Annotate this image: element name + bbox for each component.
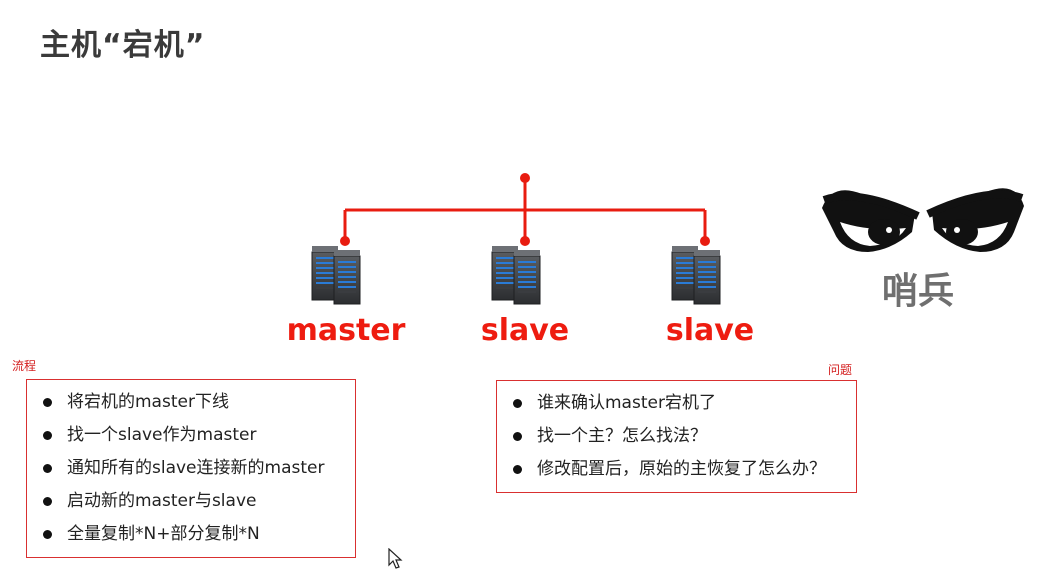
server-label-master: master	[286, 313, 406, 348]
server-icon-master	[311, 245, 361, 305]
problem-item: 谁来确认master宕机了	[497, 387, 856, 420]
server-label-slave-1: slave	[480, 313, 570, 348]
process-item: 将宕机的master下线	[27, 386, 355, 419]
problems-box: 谁来确认master宕机了 找一个主？怎么找法？ 修改配置后，原始的主恢复了怎么…	[496, 380, 857, 493]
problem-item: 修改配置后，原始的主恢复了怎么办？	[497, 453, 856, 486]
mouse-pointer-icon	[388, 548, 403, 569]
problem-item: 找一个主？怎么找法？	[497, 420, 856, 453]
connector-dots	[340, 173, 710, 246]
process-item: 找一个slave作为master	[27, 419, 355, 452]
process-caption: 流程	[12, 359, 37, 373]
process-box: 将宕机的master下线 找一个slave作为master 通知所有的slave…	[26, 379, 356, 558]
server-icon-slave-2	[671, 245, 721, 305]
process-item: 全量复制*N+部分复制*N	[27, 518, 355, 551]
process-list: 将宕机的master下线 找一个slave作为master 通知所有的slave…	[27, 386, 355, 551]
process-item: 启动新的master与slave	[27, 485, 355, 518]
problems-list: 谁来确认master宕机了 找一个主？怎么找法？ 修改配置后，原始的主恢复了怎么…	[497, 387, 856, 486]
server-label-slave-2: slave	[665, 313, 755, 348]
server-icon-slave-1	[491, 245, 541, 305]
sentinel-label: 哨兵	[882, 271, 955, 312]
angry-eyes-icon	[822, 188, 1024, 252]
slide-title: 主机“宕机”	[40, 28, 206, 63]
problems-caption: 问题	[828, 363, 853, 377]
connector-lines	[343, 178, 707, 241]
process-item: 通知所有的slave连接新的master	[27, 452, 355, 485]
